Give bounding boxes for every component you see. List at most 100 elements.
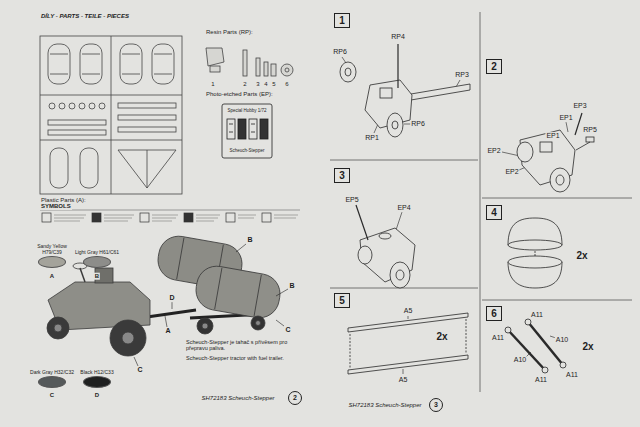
color-name: Sandy Yellow H79/C39 bbox=[29, 244, 75, 255]
section-heading: SYMBOLS bbox=[40, 203, 72, 210]
step5-drawing bbox=[348, 313, 468, 374]
part-label: A5 bbox=[398, 376, 409, 384]
color-name: Light Gray H61/C61 bbox=[74, 250, 120, 256]
fret-text: Special Hobby 1/72 bbox=[226, 109, 267, 114]
leader-line bbox=[276, 320, 284, 326]
quantity-note: 2x bbox=[575, 250, 588, 261]
part-label: EP2 bbox=[486, 147, 501, 155]
resin-parts bbox=[264, 62, 268, 76]
color-profile bbox=[54, 324, 62, 332]
part-label: RP6 bbox=[332, 48, 348, 56]
color-legend-item: Black H12/C33 bbox=[74, 370, 120, 389]
color-profile bbox=[47, 233, 283, 356]
color-swatch bbox=[83, 376, 111, 388]
step2-drawing bbox=[586, 137, 594, 142]
photo-etched-fret bbox=[229, 124, 233, 125]
step-number-text: 3 bbox=[339, 170, 345, 181]
part-label: EP1 bbox=[558, 114, 573, 122]
sprue-frame bbox=[152, 44, 174, 84]
sprue-frame bbox=[59, 103, 65, 109]
color-name: Black H12/C33 bbox=[74, 370, 120, 376]
resin-parts bbox=[271, 64, 276, 76]
part-label: A11 bbox=[565, 371, 579, 379]
photo-etched-fret bbox=[222, 104, 272, 158]
sprue-frame bbox=[69, 103, 75, 109]
step5-drawing bbox=[350, 334, 351, 368]
color-profile bbox=[215, 268, 222, 309]
fret-text: Scheuch-Stepper bbox=[229, 149, 266, 154]
part-label: A11 bbox=[491, 334, 505, 342]
color-profile bbox=[254, 275, 261, 316]
color-letter: A bbox=[49, 273, 55, 280]
symbol-icons bbox=[54, 215, 298, 221]
part-label: A11 bbox=[534, 376, 548, 384]
part-label: EP2 bbox=[504, 168, 519, 176]
step2-drawing bbox=[550, 168, 570, 192]
photo-etched-fret bbox=[251, 132, 255, 133]
color-profile bbox=[193, 263, 283, 321]
step3-drawing bbox=[356, 205, 368, 240]
sprue-frame bbox=[48, 44, 70, 84]
color-swatch bbox=[83, 256, 111, 268]
step1-drawing bbox=[340, 62, 356, 82]
step3-drawing bbox=[390, 262, 410, 288]
sprue-frame bbox=[111, 36, 112, 194]
color-swatch bbox=[38, 376, 66, 388]
step1-drawing bbox=[345, 68, 351, 76]
section-heading: Resin Parts (RP): bbox=[205, 29, 254, 36]
sprue-frame bbox=[80, 44, 102, 84]
part-number: 2 bbox=[242, 81, 247, 88]
step5-drawing bbox=[348, 355, 468, 374]
color-profile bbox=[193, 263, 283, 321]
step-divider bbox=[482, 300, 632, 301]
step2-drawing bbox=[540, 142, 552, 152]
footer-text: SH72183 Scheuch-Stepper bbox=[347, 402, 422, 409]
part-number: 5 bbox=[271, 81, 276, 88]
part-number: 3 bbox=[255, 81, 260, 88]
sprue-frame bbox=[49, 103, 55, 109]
color-profile bbox=[177, 238, 184, 279]
step3-drawing bbox=[396, 270, 404, 280]
step-number: 6 bbox=[486, 306, 502, 321]
step1-drawing bbox=[392, 121, 398, 129]
step-number-text: 1 bbox=[339, 15, 345, 26]
step2-drawing bbox=[575, 113, 582, 135]
sprue-frame bbox=[99, 103, 105, 109]
part-label: RP4 bbox=[390, 33, 406, 41]
sprue-frame bbox=[48, 130, 106, 135]
sprue-frame bbox=[40, 36, 182, 194]
part-label: A11 bbox=[530, 311, 544, 319]
sprue-frame bbox=[118, 115, 176, 120]
step4-drawing bbox=[535, 251, 536, 256]
step2-drawing bbox=[576, 142, 590, 150]
step-number: 5 bbox=[334, 293, 350, 308]
step6-drawing bbox=[505, 327, 511, 333]
footer-text: SH72183 Scheuch-Stepper bbox=[200, 395, 275, 402]
photo-etched-fret bbox=[227, 119, 235, 139]
step4-drawing bbox=[508, 240, 562, 250]
resin-parts bbox=[281, 64, 293, 76]
resin-parts bbox=[210, 66, 220, 72]
sprue-frame bbox=[50, 148, 68, 188]
resin-parts bbox=[285, 68, 289, 72]
step5-drawing bbox=[348, 313, 468, 332]
sprue-frame bbox=[118, 150, 176, 188]
sprue-frame bbox=[89, 103, 95, 109]
step1-drawing bbox=[405, 84, 470, 101]
color-legend-item: Sandy Yellow H79/C39 bbox=[29, 244, 75, 268]
step6-drawing bbox=[560, 362, 566, 368]
photo-etched-fret bbox=[238, 119, 246, 139]
part-label: EP4 bbox=[396, 204, 411, 212]
step-divider bbox=[330, 288, 478, 289]
resin-parts bbox=[206, 48, 293, 76]
step-number: 3 bbox=[334, 168, 350, 183]
color-profile bbox=[80, 268, 85, 282]
part-label: EP5 bbox=[344, 196, 359, 204]
step-number-text: 6 bbox=[491, 308, 497, 319]
part-label: EP1 bbox=[545, 132, 560, 140]
step-number-text: 4 bbox=[491, 207, 497, 218]
callout-letter: C bbox=[136, 366, 143, 374]
